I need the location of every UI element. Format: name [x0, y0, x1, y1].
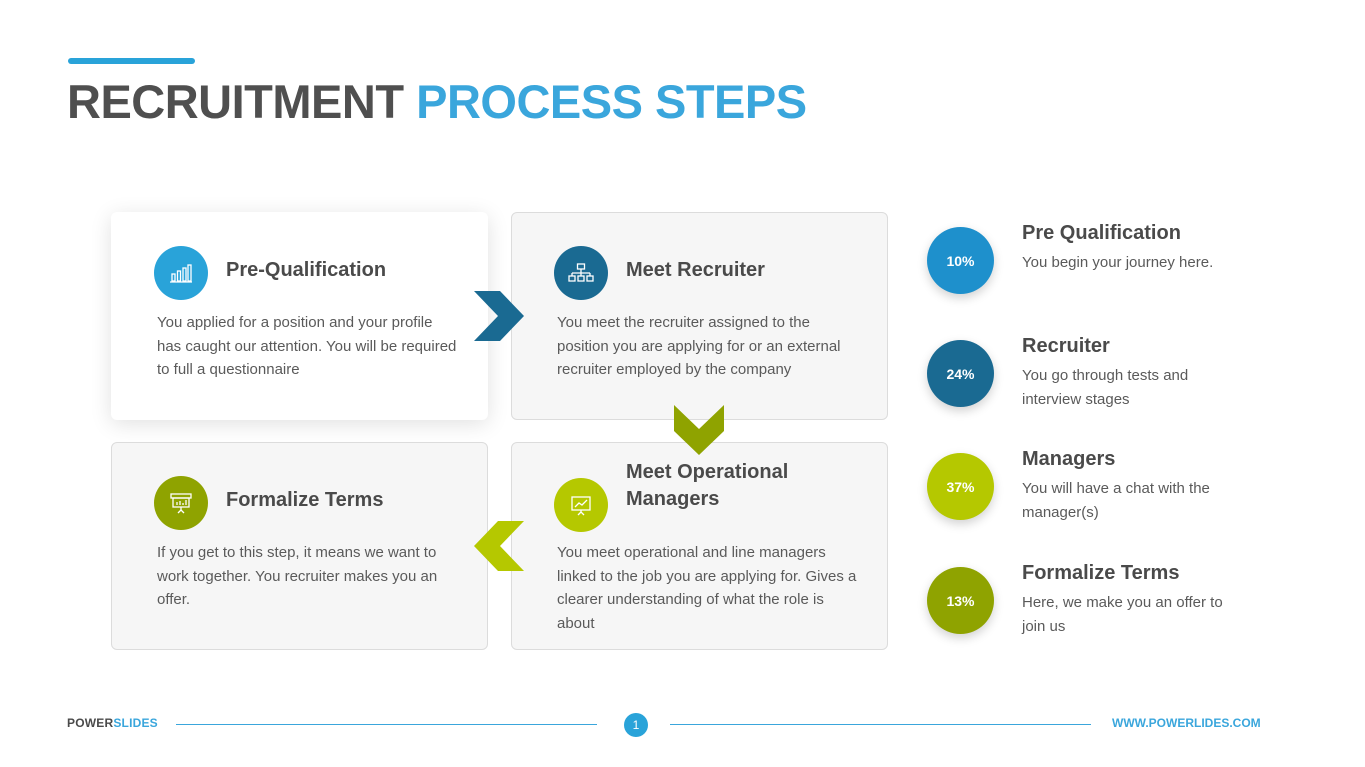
arrow-down-icon — [674, 405, 724, 455]
stat-pre-qualification: 10% Pre Qualification You begin your jou… — [927, 222, 1287, 327]
stat-managers: 37% Managers You will have a chat with t… — [927, 448, 1287, 553]
arrow-left-icon — [474, 521, 524, 571]
card-body: If you get to this step, it means we wan… — [157, 544, 438, 608]
footer-divider-left — [176, 724, 597, 725]
card-body: You meet the recruiter assigned to the p… — [557, 314, 841, 378]
bar-chart-icon — [154, 246, 208, 300]
stat-description: Here, we make you an offer to join us — [1022, 594, 1223, 635]
card-title: Pre-Qualification — [226, 259, 387, 281]
footer-brand-part-2: SLIDES — [113, 716, 158, 730]
stat-title: Pre Qualification — [1022, 222, 1181, 244]
presentation-chart-icon — [554, 478, 608, 532]
step-card-pre-qualification: Pre-Qualification You applied for a posi… — [111, 212, 488, 420]
title-accent-bar — [68, 58, 195, 64]
footer-brand-part-1: POWER — [67, 716, 114, 730]
card-body: You meet operational and line managers l… — [557, 544, 857, 632]
title-part-1: RECRUITMENT — [67, 75, 404, 128]
presentation-board-icon — [154, 476, 208, 530]
footer-divider-right — [670, 724, 1091, 725]
stat-percent-circle: 13% — [927, 567, 994, 634]
page-title: RECRUITMENT PROCESS STEPS — [67, 76, 807, 128]
org-chart-icon — [554, 246, 608, 300]
footer-url[interactable]: WWW.POWERLIDES.COM — [1112, 716, 1261, 730]
stat-formalize-terms: 13% Formalize Terms Here, we make you an… — [927, 562, 1287, 667]
footer-brand-logo: POWERSLIDES — [67, 716, 158, 730]
step-card-meet-recruiter: Meet Recruiter You meet the recruiter as… — [511, 212, 888, 420]
stat-description: You go through tests and interview stage… — [1022, 367, 1189, 408]
card-title: Meet Operational Managers — [626, 461, 789, 510]
stat-percent-circle: 37% — [927, 453, 994, 520]
arrow-right-icon — [474, 291, 524, 341]
card-title: Meet Recruiter — [626, 259, 765, 281]
card-body: You applied for a position and your prof… — [157, 314, 457, 378]
stat-percent-circle: 24% — [927, 340, 994, 407]
stat-description: You begin your journey here. — [1022, 254, 1214, 271]
stat-title: Recruiter — [1022, 335, 1110, 357]
step-card-formalize-terms: Formalize Terms If you get to this step,… — [111, 442, 488, 650]
step-card-meet-operational-managers: Meet Operational Managers You meet opera… — [511, 442, 888, 650]
stat-title: Formalize Terms — [1022, 562, 1180, 584]
stat-percent-circle: 10% — [927, 227, 994, 294]
page-number: 1 — [624, 713, 648, 737]
stat-title: Managers — [1022, 448, 1116, 470]
title-part-2: PROCESS STEPS — [416, 75, 807, 128]
card-title: Formalize Terms — [226, 489, 384, 511]
stat-description: You will have a chat with the manager(s) — [1022, 480, 1210, 521]
stat-recruiter: 24% Recruiter You go through tests and i… — [927, 335, 1287, 440]
